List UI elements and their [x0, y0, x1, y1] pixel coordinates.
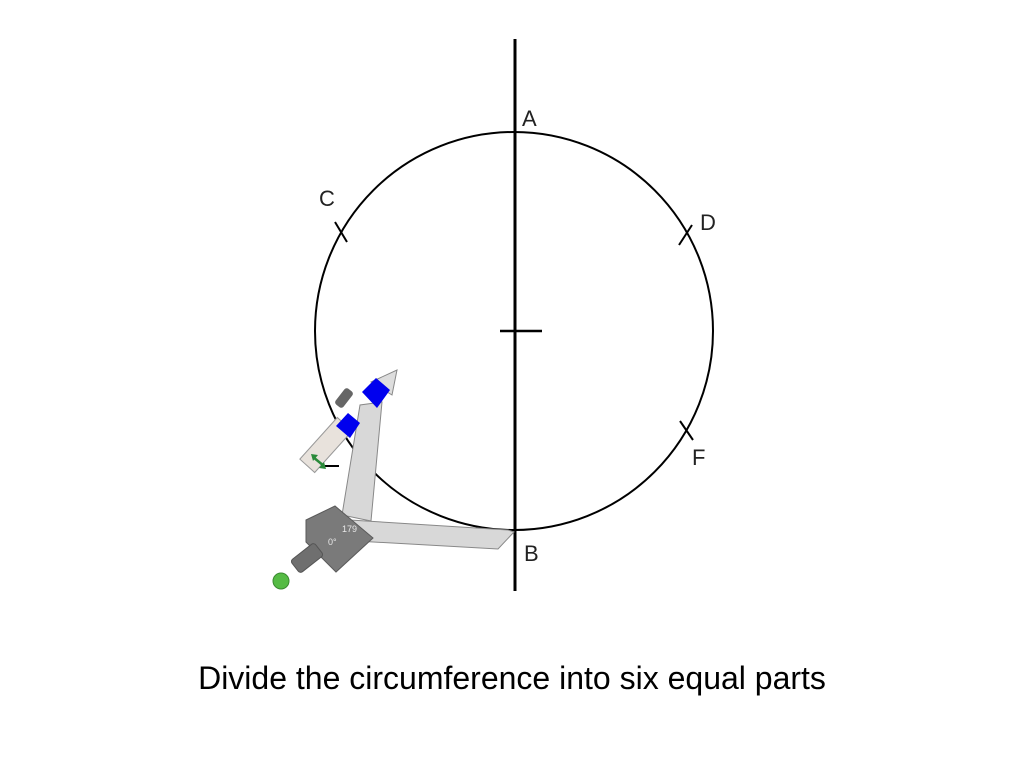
point-label-b: B: [524, 541, 539, 566]
arc-mark-c: [334, 221, 348, 243]
green-drag-handle[interactable]: [272, 572, 290, 590]
compass-zero-readout: 0°: [328, 537, 337, 547]
compass-pencil-clip: [335, 388, 353, 408]
arc-mark-f: [679, 420, 694, 441]
point-label-d: D: [700, 210, 716, 235]
point-label-c: C: [319, 186, 335, 211]
compass-tool[interactable]: 179 0°: [290, 369, 515, 574]
compass-pencil-lead: [362, 378, 390, 408]
compass-slider-lead: [336, 413, 360, 438]
resize-arrows-icon[interactable]: [311, 454, 326, 469]
compass-angle-readout: 179: [342, 524, 357, 534]
compass-pencil-arm[interactable]: [341, 401, 383, 522]
point-label-a: A: [522, 106, 537, 131]
arc-mark-d: [678, 224, 693, 246]
compass-handle[interactable]: [290, 542, 324, 573]
point-label-f: F: [692, 445, 705, 470]
compass-needle-arm[interactable]: [349, 519, 515, 550]
instruction-caption: Divide the circumference into six equal …: [198, 660, 826, 696]
